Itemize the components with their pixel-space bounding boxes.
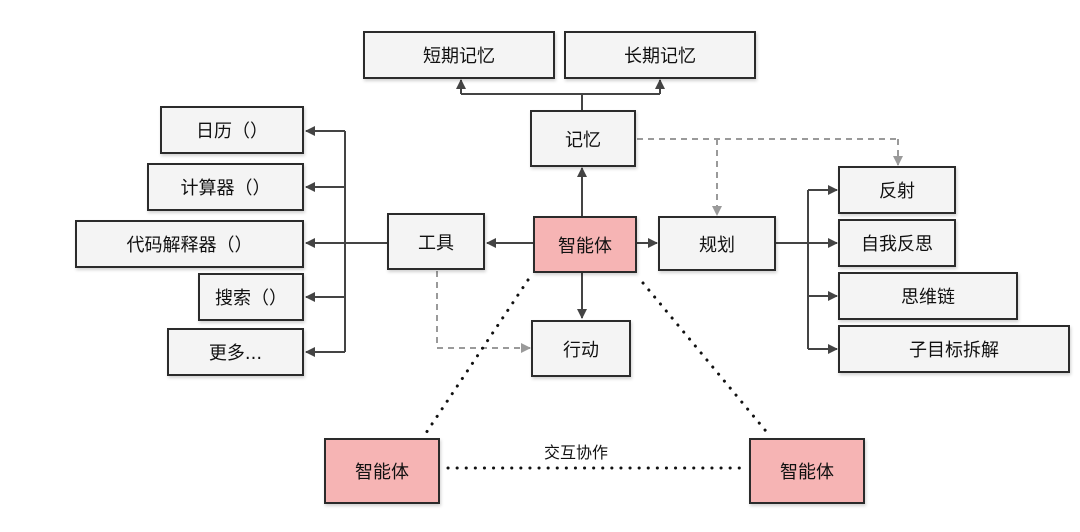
- calendar-label: 日历（）: [196, 121, 268, 142]
- calendar-node: 日历（）: [160, 106, 304, 154]
- long-term-memory-node: 长期记忆: [564, 31, 756, 79]
- action-label: 行动: [563, 339, 599, 361]
- reflection-node: 反射: [838, 166, 956, 214]
- collaboration-label: 交互协作: [544, 443, 609, 462]
- search-label: 搜索（）: [215, 288, 287, 309]
- calculator-node: 计算器（）: [147, 163, 304, 211]
- more-node: 更多...: [167, 328, 304, 376]
- agent-node-center: 智能体: [533, 216, 637, 273]
- short-term-memory-label: 短期记忆: [423, 46, 495, 67]
- calculator-label: 计算器（）: [180, 178, 271, 199]
- tools-to-list-connector: [305, 126, 387, 357]
- search-node: 搜索（）: [198, 273, 304, 321]
- agent-center-label: 智能体: [558, 235, 612, 257]
- chain-of-thought-node: 思维链: [838, 272, 1018, 320]
- action-node: 行动: [531, 320, 631, 377]
- more-label: 更多...: [208, 343, 263, 364]
- tools-node: 工具: [387, 213, 485, 270]
- self-critique-node: 自我反思: [838, 219, 956, 267]
- self-critique-label: 自我反思: [861, 234, 933, 255]
- memory-node: 记忆: [530, 110, 636, 167]
- short-term-memory-node: 短期记忆: [363, 31, 555, 79]
- agent-right-label: 智能体: [780, 462, 834, 483]
- agent-node-left: 智能体: [324, 438, 440, 504]
- tools-label: 工具: [418, 232, 454, 254]
- chain-of-thought-label: 思维链: [901, 287, 955, 308]
- planning-node: 规划: [658, 216, 776, 271]
- subgoal-decomposition-label: 子目标拆解: [909, 340, 999, 361]
- memory-to-stores-connector: [456, 79, 665, 110]
- code-interpreter-node: 代码解释器（）: [75, 220, 304, 268]
- code-interpreter-label: 代码解释器（）: [126, 235, 253, 256]
- subgoal-decomposition-node: 子目标拆解: [838, 325, 1070, 373]
- long-term-memory-label: 长期记忆: [624, 46, 696, 67]
- memory-label: 记忆: [565, 129, 601, 151]
- agent-node-right: 智能体: [749, 438, 865, 504]
- agent-left-label: 智能体: [355, 462, 409, 483]
- planning-to-list-connector: [776, 185, 838, 354]
- reflection-label: 反射: [879, 181, 915, 202]
- tools-to-action-dashed-connector: [436, 271, 531, 353]
- planning-label: 规划: [699, 234, 735, 256]
